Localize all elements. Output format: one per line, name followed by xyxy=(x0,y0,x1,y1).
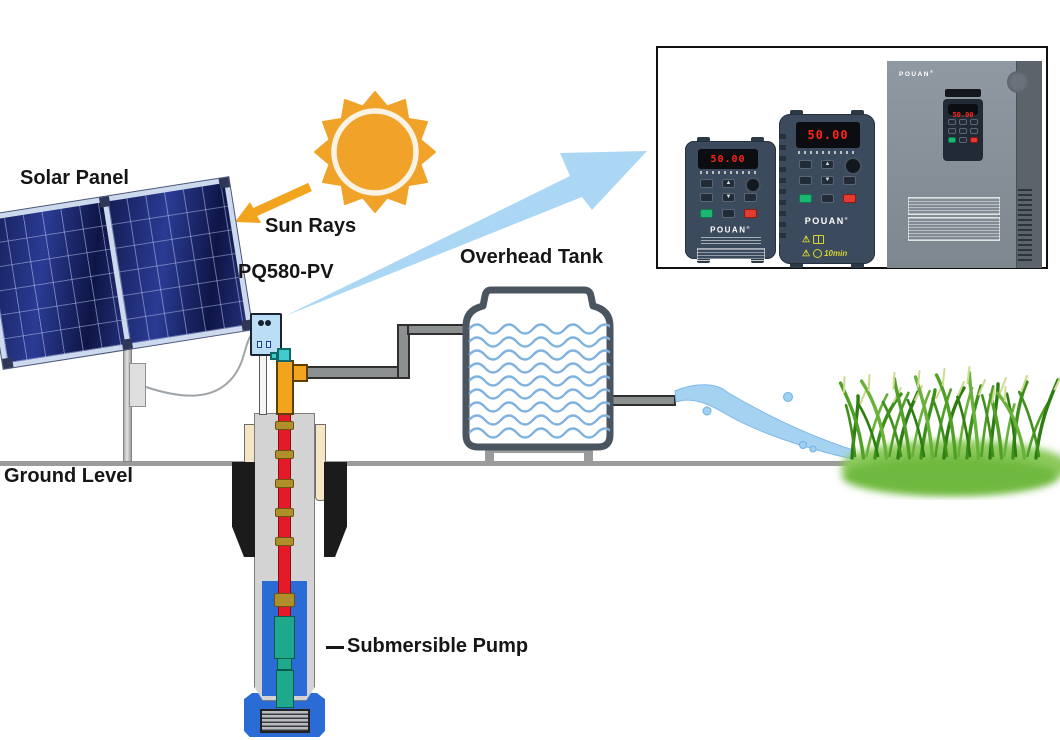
vfd-small: 50.00 ▲ ▼ POUAN® xyxy=(681,137,780,263)
vfd-button xyxy=(821,194,834,203)
well-collar-right xyxy=(324,462,347,557)
vfd-run-button xyxy=(799,194,812,203)
grass xyxy=(838,366,1060,496)
pipe-riser xyxy=(397,324,410,379)
vfd-up-button: ▲ xyxy=(821,160,834,169)
tank-stand-leg xyxy=(485,446,494,463)
vfd-button xyxy=(744,193,757,202)
vfd-display: 50.00 xyxy=(796,122,860,148)
inverter-product-inset: 50.00 ▲ ▼ POUAN® 50.00 xyxy=(656,46,1048,269)
sun-rays-label: Sun Rays xyxy=(265,215,357,237)
vent-slots xyxy=(1018,189,1032,261)
vfd-display: 50.00 xyxy=(698,149,758,169)
solar-panel-label: Solar Panel xyxy=(20,167,129,189)
warning-icons: ⚠ xyxy=(802,234,824,245)
well-screen xyxy=(260,709,310,733)
vfd-stop-button xyxy=(744,209,757,218)
vfd-run-button xyxy=(700,209,713,218)
vfd-down-button: ▼ xyxy=(722,193,735,202)
pump-controller-box xyxy=(250,313,282,356)
cabinet-keypad: 50.00 xyxy=(943,99,983,161)
manual-icon xyxy=(812,235,824,245)
panel-mount-bracket xyxy=(129,363,146,407)
vfd-knob xyxy=(745,177,761,193)
controller-terminal xyxy=(257,341,262,348)
pump-connector xyxy=(274,593,295,607)
vfd-stop-button xyxy=(843,194,856,203)
tank-stand-leg xyxy=(584,446,593,463)
sun-rays-arrow xyxy=(235,182,312,223)
pump-label-leader-line xyxy=(326,646,344,649)
overhead-tank-label: Overhead Tank xyxy=(460,246,604,268)
vfd-up-button: ▲ xyxy=(722,179,735,188)
brand-logo: POUAN® xyxy=(710,225,751,235)
vfd-button xyxy=(843,176,856,185)
water-spout xyxy=(674,384,858,461)
pipe-coupling xyxy=(275,537,294,546)
spec-label xyxy=(908,217,1000,241)
vfd-button xyxy=(722,209,735,218)
ground-level-label: Ground Level xyxy=(4,465,133,487)
sun-icon xyxy=(314,91,436,213)
rating-label xyxy=(908,197,1000,215)
pipe-coupling xyxy=(275,508,294,517)
vfd-knob xyxy=(844,157,862,175)
vfd-button xyxy=(700,193,713,202)
vfd-medium: 50.00 ▲ ▼ POUAN® ⚠ ⚠ 10min xyxy=(776,110,878,268)
brand-logo: POUAN® xyxy=(899,69,935,79)
brand-logo: POUAN® xyxy=(804,216,850,226)
dc-wire xyxy=(145,334,252,397)
submersible-pump-label: Submersible Pump xyxy=(347,635,529,657)
runtime-warning: ⚠ 10min xyxy=(802,248,848,259)
vfd-button xyxy=(799,176,812,185)
inset-pointer-arrow xyxy=(285,151,647,316)
controller-model-label: PQ580-PV xyxy=(238,261,334,283)
pipe-coupling xyxy=(275,421,294,430)
controller-indicator xyxy=(258,320,264,326)
submersible-pump-joint xyxy=(277,658,292,670)
vfd-down-button: ▼ xyxy=(821,176,834,185)
controller-terminal xyxy=(266,341,271,348)
vfd-display: 50.00 xyxy=(948,104,978,119)
vfd-button xyxy=(700,179,713,188)
ground-line xyxy=(0,461,852,466)
pump-head-sensor xyxy=(277,348,291,362)
overhead-tank xyxy=(462,286,614,451)
well-collar-left xyxy=(232,462,255,557)
controller-indicator xyxy=(265,320,271,326)
submersible-pump-body xyxy=(276,670,294,708)
keypad-notch xyxy=(945,89,981,97)
pipe-coupling xyxy=(275,479,294,488)
tank-water-waves xyxy=(468,323,610,439)
vfd-large: POUAN® 50.00 xyxy=(887,61,1042,268)
fan-vent-icon xyxy=(1007,71,1029,93)
pipe-coupling xyxy=(275,450,294,459)
clock-icon xyxy=(812,249,822,259)
vfd-button xyxy=(799,160,812,169)
